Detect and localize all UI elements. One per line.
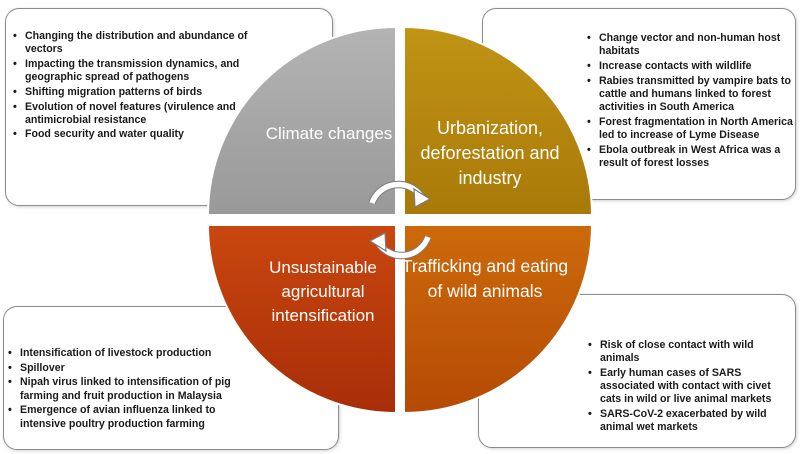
list-item: Shifting migration patterns of birds [13, 86, 268, 99]
list-item: Forest fragmentation in North America le… [587, 116, 797, 142]
list-item: Evolution of novel features (virulence a… [13, 101, 268, 127]
urbanization-title: Urbanization, deforestation and industry [420, 118, 560, 188]
list-item: Impacting the transmission dynamics, and… [13, 58, 268, 84]
agricultural-intensification-title: Unsustainable agricultural intensificati… [269, 258, 377, 325]
urbanization-list: Change vector and non-human host habitat… [587, 32, 797, 172]
list-item: Changing the distribution and abundance … [13, 30, 268, 56]
quadrant-agricultural-intensification [206, 224, 397, 415]
list-item: Emergence of avian influenza linked to i… [8, 404, 253, 430]
wildlife-trafficking-title: Trafficking and eating of wild animals [401, 256, 569, 301]
list-item: SARS-CoV-2 exacerbated by wild animal we… [588, 408, 793, 434]
list-item: Ebola outbreak in West Africa was a resu… [587, 144, 797, 170]
list-item: Food security and water quality [13, 128, 268, 141]
list-item: Intensification of livestock production [8, 347, 253, 360]
list-item: Early human cases of SARS associated wit… [588, 367, 793, 407]
wildlife-trafficking-list: Risk of close contact with wild animals … [588, 339, 793, 436]
cycle-arrows-icon [368, 180, 432, 260]
list-item: Risk of close contact with wild animals [588, 339, 793, 365]
list-item: Nipah virus linked to intensification of… [8, 376, 253, 402]
list-item: Increase contacts with wildlife [587, 60, 797, 73]
list-item: Rabies transmitted by vampire bats to ca… [587, 75, 797, 115]
list-item: Spillover [8, 362, 253, 375]
list-item: Change vector and non-human host habitat… [587, 32, 797, 58]
climate-changes-list: Changing the distribution and abundance … [13, 30, 268, 143]
agricultural-intensification-list: Intensification of livestock production … [8, 347, 253, 432]
quadrant-wildlife-trafficking [403, 224, 594, 415]
climate-changes-title: Climate changes [265, 124, 393, 143]
quadrant-urbanization [403, 25, 594, 216]
